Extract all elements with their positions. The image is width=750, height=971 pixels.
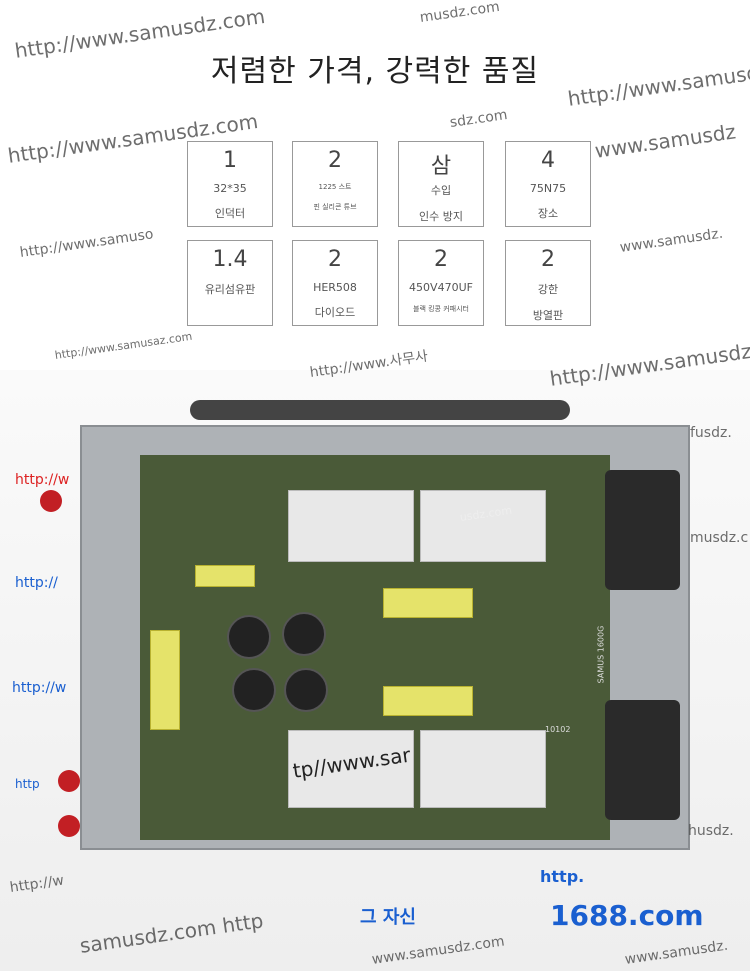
feature-spec: 32*35: [213, 182, 247, 195]
feature-box: 4 75N75 장소: [505, 141, 591, 227]
feature-name: 장소: [537, 207, 559, 220]
feature-box: 2 450V470UF 블랙 킹콩 커패시터: [398, 240, 484, 326]
feature-number: 1.4: [212, 247, 248, 272]
watermark: http://www.samusaz.com: [53, 329, 194, 362]
watermark: sdz.com: [448, 107, 509, 131]
watermark: musdz.com: [418, 0, 501, 26]
feature-box: 1 32*35 인덕터: [187, 141, 273, 227]
watermark: www.samusdz: [593, 119, 738, 163]
feature-name: 블랙 킹콩 커패시터: [413, 305, 469, 313]
feature-spec: 75N75: [529, 182, 567, 195]
capacitor: [227, 615, 271, 659]
feature-number: 2: [328, 247, 342, 272]
transformer: [288, 730, 414, 808]
transformer: [420, 730, 546, 808]
terminal-post: [58, 815, 80, 837]
footer-site: 1688.com: [550, 899, 704, 932]
transformer: [288, 490, 414, 562]
page-title: 저렴한 가격, 강력한 품질: [210, 54, 540, 89]
feature-spec: 1225 스트: [318, 183, 352, 191]
watermark: musdz.c: [690, 530, 749, 546]
feature-number: 2: [541, 247, 555, 272]
watermark: www.samusdz.: [618, 225, 724, 256]
pcb-label: 10102: [545, 725, 571, 734]
feature-spec: 수입: [430, 184, 452, 197]
watermark: husdz.: [688, 823, 734, 839]
feature-number: 삼: [430, 154, 452, 179]
feature-name: 인덕터: [214, 207, 246, 220]
feature-box: 1.4 유리섬유판: [187, 240, 273, 326]
feature-spec: 유리섬유판: [204, 283, 256, 296]
watermark: fusdz.: [690, 425, 732, 441]
footer-self-text: 그 자신: [360, 907, 416, 928]
capacitor: [282, 612, 326, 656]
watermark: http://: [15, 575, 58, 591]
feature-name: 핀 실리콘 튜브: [313, 203, 357, 211]
terminal-post: [40, 490, 62, 512]
feature-number: 2: [328, 148, 342, 173]
feature-number: 2: [434, 247, 448, 272]
transformer: [420, 490, 546, 562]
feature-number: 4: [541, 148, 555, 173]
case-handle: [190, 400, 570, 420]
feature-number: 1: [223, 148, 237, 173]
inductor: [150, 630, 180, 730]
feature-spec: 450V470UF: [409, 281, 473, 294]
feature-name: 다이오드: [314, 306, 356, 319]
footer-http: http.: [540, 867, 585, 886]
capacitor: [284, 668, 328, 712]
cooling-fan: [605, 470, 680, 590]
watermark: http://www.samuso: [18, 226, 155, 261]
feature-name: 인수 방지: [419, 210, 463, 223]
terminal-post: [58, 770, 80, 792]
capacitor: [232, 668, 276, 712]
watermark: http: [15, 777, 40, 791]
cooling-fan: [605, 700, 680, 820]
inductor: [383, 686, 473, 716]
feature-spec: 강한: [537, 283, 559, 296]
feature-name: 방열판: [532, 309, 564, 322]
inductor: [383, 588, 473, 618]
watermark: http://w: [15, 472, 70, 488]
pcb-label: SAMUS 1600G: [596, 625, 606, 684]
inductor: [195, 565, 255, 587]
watermark: http://w: [12, 680, 67, 696]
feature-spec: HER508: [313, 281, 357, 294]
